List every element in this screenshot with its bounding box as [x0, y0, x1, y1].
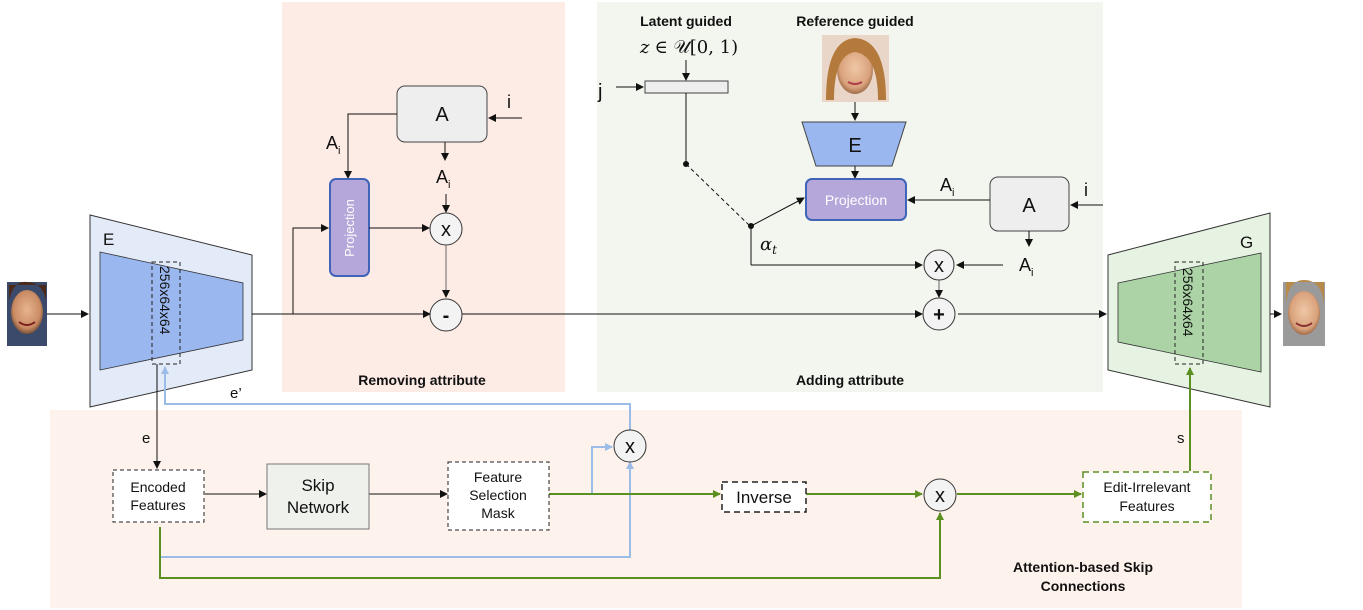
e-label: e	[142, 430, 150, 447]
skip-network-line2: Network	[287, 498, 350, 517]
skip-multiply-top-symbol: x	[625, 436, 635, 458]
output-face-image	[1283, 280, 1325, 346]
generator-feature-size: 256x64x64	[1180, 268, 1196, 337]
removing-ai-left: Ai	[326, 133, 340, 157]
encoder-feature-size: 256x64x64	[157, 266, 173, 335]
latent-guided-title: Latent guided	[640, 13, 732, 29]
skip-region-label-line2: Connections	[1041, 578, 1126, 594]
subtract-symbol: -	[443, 305, 450, 327]
edit-irrelevant-line2: Features	[1119, 498, 1174, 514]
edit-irrelevant-features-box	[1082, 471, 1212, 523]
adding-multiply-symbol: x	[934, 255, 944, 277]
alpha-t-label: αt	[760, 234, 777, 257]
generator-label: G	[1240, 233, 1253, 252]
encoded-features-line2: Features	[130, 497, 185, 513]
mask-line2: Selection	[469, 487, 527, 503]
feature-selection-mask-box	[447, 461, 550, 531]
adding-attribute-label: Adding attribute	[796, 372, 904, 388]
reference-encoder-label: E	[848, 135, 861, 157]
mask-line1: Feature	[474, 469, 522, 485]
removing-projection-label: Projection	[342, 199, 357, 257]
encoded-features-line1: Encoded	[130, 479, 185, 495]
s-label: s	[1177, 430, 1185, 447]
skip-multiply-bottom-symbol: x	[935, 485, 945, 507]
j-input-label: j	[597, 81, 602, 103]
skip-multiply-top-node	[613, 429, 647, 463]
latent-guided-math: z∈ 𝒰[0, 1)	[639, 37, 738, 58]
reference-guided-title: Reference guided	[796, 13, 913, 29]
encoded-features-box	[112, 469, 205, 523]
inverse-label: Inverse	[736, 488, 792, 507]
reference-face-image	[822, 35, 889, 102]
e-prime-label: e’	[230, 385, 242, 402]
removing-i-input: i	[507, 92, 511, 112]
skip-network-line1: Skip	[301, 476, 334, 495]
skip-multiply-bottom-node	[923, 478, 957, 512]
latent-mapping-bar	[644, 80, 729, 94]
encoder-label: E	[103, 230, 114, 249]
skip-region-label-line1: Attention-based Skip	[1013, 559, 1153, 575]
subtract-node	[429, 298, 463, 332]
removing-region	[282, 2, 565, 392]
adding-projection-block	[805, 178, 907, 221]
add-node	[922, 297, 956, 331]
inverse-box	[721, 481, 807, 513]
reference-encoder-block	[801, 121, 907, 167]
adding-ai-left: Ai	[940, 175, 954, 199]
adding-projection-label: Projection	[825, 192, 887, 208]
input-face-image	[7, 281, 47, 346]
skip-network-box	[266, 463, 370, 530]
add-symbol: +	[933, 304, 945, 326]
encoder-block	[89, 214, 253, 408]
removing-ai-down: Ai	[436, 167, 450, 191]
removing-a-label: A	[435, 104, 449, 126]
edit-irrelevant-line1: Edit-Irrelevant	[1103, 479, 1190, 495]
adding-a-label: A	[1022, 195, 1036, 217]
adding-i-input: i	[1084, 180, 1088, 200]
adding-ai-down: Ai	[1019, 255, 1033, 279]
removing-attribute-label: Removing attribute	[358, 372, 486, 388]
removing-multiply-symbol: x	[441, 219, 451, 241]
mask-line3: Mask	[481, 505, 515, 521]
generator-block	[1107, 212, 1271, 408]
